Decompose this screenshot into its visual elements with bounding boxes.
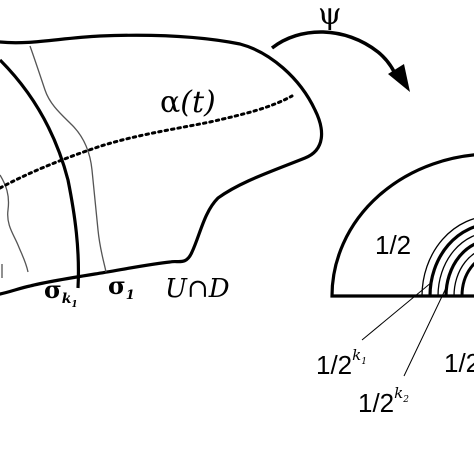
psi-arrow bbox=[270, 30, 400, 81]
sigma-1-label: σ1 bbox=[108, 271, 135, 303]
sigma-k1-label: σk1 bbox=[44, 275, 78, 310]
arc-k2-thick bbox=[444, 242, 474, 297]
alpha-curve bbox=[0, 94, 294, 190]
sigma-k1-curve bbox=[0, 58, 81, 289]
alpha-label: α(t) bbox=[160, 85, 216, 120]
region-outline bbox=[0, 33, 324, 296]
half-k1-label: 1/2k1 bbox=[316, 346, 367, 380]
arc-innermost bbox=[460, 262, 474, 297]
sigma-1-curve bbox=[29, 45, 107, 273]
arc-inner bbox=[453, 253, 474, 297]
half-cut-label: 1/2 bbox=[444, 348, 474, 378]
psi-arrowhead bbox=[388, 64, 410, 92]
arc-k2 bbox=[437, 235, 474, 297]
u-cap-d-label: U∩D bbox=[165, 274, 230, 304]
leader-k1 bbox=[361, 281, 433, 341]
arc-k1-outer bbox=[421, 218, 474, 297]
half-disk bbox=[330, 153, 474, 298]
thin-curve-left bbox=[0, 174, 29, 273]
half-label: 1/2 bbox=[375, 230, 411, 260]
arc-k1 bbox=[428, 225, 474, 297]
half-k2-label: 1/2k2 bbox=[358, 384, 409, 418]
psi-label: ψ bbox=[318, 0, 342, 32]
leader-k2 bbox=[403, 287, 447, 377]
